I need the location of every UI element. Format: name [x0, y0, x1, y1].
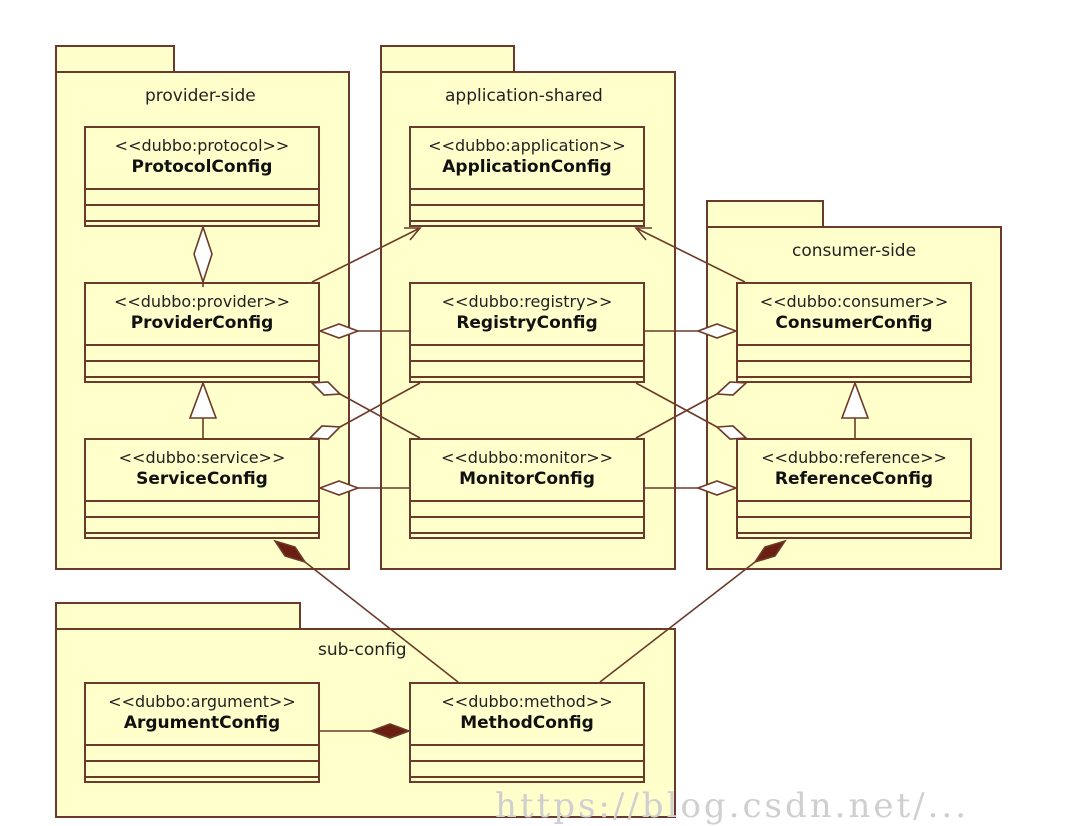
class-consumer-config: <<dubbo:consumer>> ConsumerConfig — [736, 282, 972, 383]
composition-diamond — [273, 539, 307, 564]
package-title-application-shared: application-shared — [445, 86, 603, 106]
class-reference-config: <<dubbo:reference>> ReferenceConfig — [736, 438, 972, 539]
class-registry-config: <<dubbo:registry>> RegistryConfig — [409, 282, 645, 383]
class-name: MethodConfig — [460, 713, 594, 733]
package-title-sub-config: sub-config — [318, 640, 407, 660]
stereotype-label: <<dubbo:provider>> — [113, 292, 291, 311]
aggregation-diamond — [317, 480, 361, 496]
arrow-head — [634, 227, 652, 241]
aggregation-diamond — [715, 425, 748, 440]
class-provider-config: <<dubbo:provider>> ProviderConfig — [84, 282, 320, 383]
generalization-triangle — [840, 380, 870, 419]
class-name: ProtocolConfig — [131, 157, 273, 177]
class-application-config: <<dubbo:application>> ApplicationConfig — [409, 126, 645, 227]
class-argument-config: <<dubbo:argument>> ArgumentConfig — [84, 682, 320, 783]
edge-monitor-consumer — [635, 393, 718, 439]
edge-registry-reference — [635, 382, 718, 428]
class-name: ServiceConfig — [136, 469, 268, 489]
class-name: RegistryConfig — [456, 313, 598, 333]
class-name: MonitorConfig — [459, 469, 595, 489]
aggregation-diamond — [193, 224, 213, 285]
edge-provider-application — [311, 227, 421, 283]
stereotype-label: <<dubbo:method>> — [441, 692, 613, 711]
aggregation-diamond — [695, 323, 739, 339]
class-protocol-config: <<dubbo:protocol>> ProtocolConfig — [84, 126, 320, 227]
edge-registry-service — [339, 382, 421, 428]
edge-method-service — [304, 561, 459, 683]
class-name: ReferenceConfig — [774, 469, 934, 489]
stereotype-label: <<dubbo:consumer>> — [759, 292, 949, 311]
class-name: ApplicationConfig — [442, 157, 612, 177]
stereotype-label: <<dubbo:service>> — [118, 448, 286, 467]
stereotype-label: <<dubbo:registry>> — [441, 292, 613, 311]
package-title-provider-side: provider-side — [145, 86, 256, 106]
aggregation-diamond — [715, 381, 748, 396]
stereotype-label: <<dubbo:protocol>> — [114, 136, 290, 155]
aggregation-diamond — [310, 381, 342, 396]
edge-method-reference — [599, 561, 756, 683]
edge-consumer-application — [635, 227, 746, 283]
class-method-config: <<dubbo:method>> MethodConfig — [409, 682, 645, 783]
composition-diamond — [368, 723, 412, 739]
aggregation-diamond — [317, 323, 361, 339]
stereotype-label: <<dubbo:monitor>> — [440, 448, 613, 467]
stereotype-label: <<dubbo:application>> — [428, 136, 626, 155]
stereotype-label: <<dubbo:argument>> — [108, 692, 296, 711]
package-tab-application-shared — [380, 45, 515, 73]
edge-monitor-provider — [339, 393, 421, 439]
class-name: ProviderConfig — [130, 313, 274, 333]
arrow-head — [404, 227, 422, 241]
stereotype-label: <<dubbo:reference>> — [761, 448, 947, 467]
class-service-config: <<dubbo:service>> ServiceConfig — [84, 438, 320, 539]
generalization-triangle — [188, 380, 218, 419]
class-name: ArgumentConfig — [123, 713, 281, 733]
watermark-text: https://blog.csdn.net/... — [495, 786, 970, 826]
package-title-consumer-side: consumer-side — [792, 241, 917, 261]
composition-diamond — [753, 539, 787, 564]
class-monitor-config: <<dubbo:monitor>> MonitorConfig — [409, 438, 645, 539]
class-name: ConsumerConfig — [775, 313, 933, 333]
aggregation-diamond — [308, 425, 342, 440]
aggregation-diamond — [695, 480, 739, 496]
